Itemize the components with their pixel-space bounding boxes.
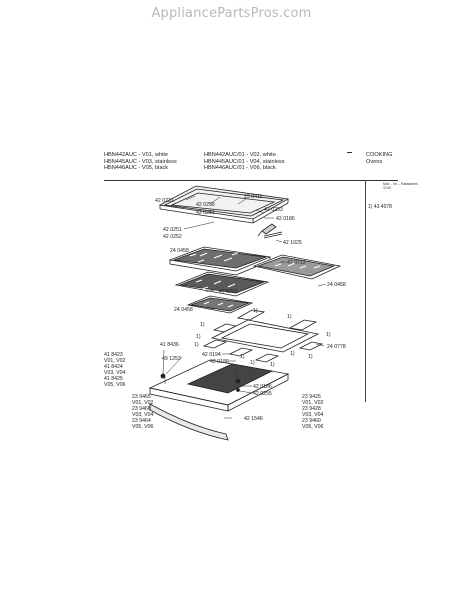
part-label: 42 1025 (283, 240, 302, 246)
part-label: 1) (326, 332, 331, 338)
door-panel (148, 359, 290, 412)
top-frame (158, 185, 290, 224)
part-label: 41 8425 (104, 376, 123, 382)
part-label: V01, V02 (104, 358, 125, 364)
glass-pane-lower (186, 295, 254, 314)
part-label: 42 0194 (202, 352, 221, 358)
part-label: 24 0458 (170, 248, 189, 254)
part-label: 47 0712 (287, 260, 306, 266)
model-line: HBN442AUC/01 - V02, white (204, 152, 276, 158)
part-labels: 42 0231 23 8411 42 0256 42 0253 42 0251 … (104, 194, 346, 430)
part-label: 42 0252 (163, 234, 182, 240)
part-label: 42 0255 (253, 391, 272, 397)
part-label: 1) (200, 322, 205, 328)
glass-pane-middle (174, 271, 270, 297)
category: COOKING Ovens (366, 152, 392, 165)
part-label: 23 9465 (132, 394, 151, 400)
part-label: 1) (308, 354, 313, 360)
screws (160, 373, 241, 392)
model-line: HBN445AUC - V03, stainless (104, 158, 177, 165)
glass-pane-side (252, 254, 342, 280)
door-handle (149, 403, 229, 441)
part-label: 1) (270, 362, 275, 368)
part-label: 41 8423 (104, 352, 123, 358)
part-label: 1) (290, 351, 295, 357)
part-label: 1) (250, 360, 255, 366)
header-rule-right (366, 180, 398, 181)
part-label: 42 0186 (253, 384, 272, 390)
side-header-line: Mat. - Nr. - Katalantes (383, 182, 418, 186)
part-label: 23 9460 (302, 418, 321, 424)
header-tick (347, 152, 352, 153)
part-label: 42 1546 (244, 416, 263, 422)
part-label: V03, V04 (104, 370, 125, 376)
hinge-strip (257, 223, 283, 239)
models-left: HBN442AUC - V01, white HBN445AUC - V03, … (104, 152, 177, 172)
part-label: 42 0256 (196, 202, 215, 208)
model-line: HBN446AUC - V05, black (104, 165, 169, 172)
side-header: Mat. - Nr. - Katalantes 3740 (383, 182, 418, 190)
part-label: 49 1253 (162, 356, 181, 362)
part-label: 1) (287, 314, 292, 320)
part-label: 1) (196, 334, 201, 340)
header-rule (104, 180, 366, 181)
side-note: 1) 43 4078 (368, 204, 392, 210)
part-label: V05, V06 (104, 382, 125, 388)
part-label: V05, V06 (302, 424, 323, 430)
part-label: 42 0251 (196, 210, 215, 216)
model-line: HBN442AUC - V01, white (104, 152, 169, 158)
part-label: V05, V06 (132, 424, 153, 430)
model-line: HBN445AUC/01 - V04, stainless (204, 158, 285, 165)
part-label: 42 0253 (264, 207, 283, 213)
part-label: V01, V02 (302, 400, 323, 406)
part-label: V03, V04 (302, 412, 323, 418)
part-label: 47 0712 (219, 289, 238, 295)
model-line: HBN446AUC/01 - V06, black (204, 165, 276, 172)
part-label: 42 0186 (210, 359, 229, 365)
leader-lines (162, 195, 327, 419)
side-column-divider (365, 180, 366, 402)
category-line: Ovens (366, 158, 383, 165)
part-label: 1) (253, 308, 258, 314)
part-label: 23 9426 (302, 394, 321, 400)
part-label: 42 0251 (163, 227, 182, 233)
part-drawings (148, 185, 342, 441)
part-label: 24 0458 (174, 307, 193, 313)
part-label: 41 8424 (104, 364, 123, 370)
part-label: 23 9464 (132, 418, 151, 424)
part-label: 24 0458 (327, 282, 346, 288)
part-label: 23 9466 (132, 406, 151, 412)
part-label: 23 8411 (244, 194, 262, 200)
part-label: 24 0778 (327, 344, 346, 350)
part-label: 23 9428 (302, 406, 321, 412)
category-line: COOKING (366, 152, 393, 158)
part-label: 42 0186 (276, 216, 295, 222)
spacer-frame (202, 309, 324, 363)
part-label: V01, V02 (132, 400, 153, 406)
part-label: 1) (240, 354, 245, 360)
part-label: 41 8436 (160, 342, 179, 348)
side-header-line: 3740 (383, 186, 391, 190)
models-right: HBN442AUC/01 - V02, white HBN445AUC/01 -… (204, 152, 285, 172)
part-label: 42 0231 (155, 198, 174, 204)
site-watermark: AppliancePartsPros.com (151, 6, 312, 21)
glass-pane-upper (168, 246, 272, 276)
part-label: 1) (194, 342, 199, 348)
part-label: V03, V04 (132, 412, 153, 418)
